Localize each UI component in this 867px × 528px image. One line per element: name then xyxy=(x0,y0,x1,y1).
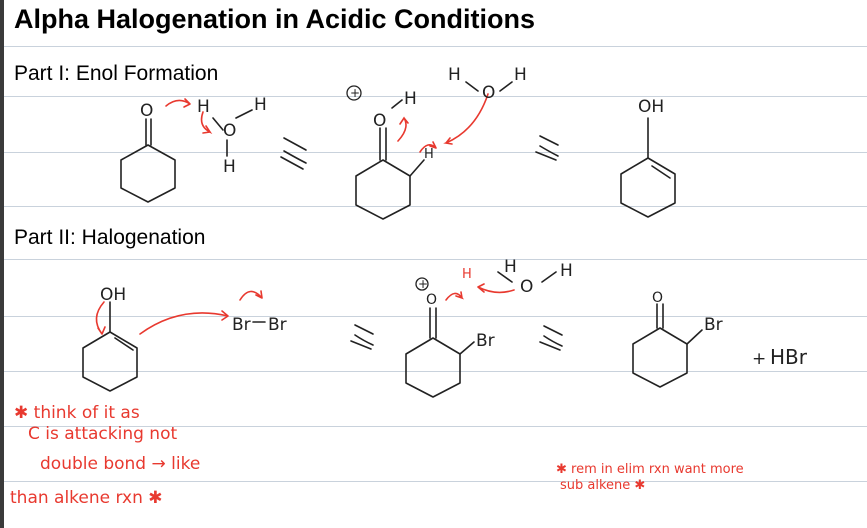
curved-arrow xyxy=(419,141,437,153)
note-line: than alkene rxn ✱ xyxy=(10,488,163,508)
ring-product xyxy=(632,327,688,388)
label-h-red: H xyxy=(462,267,472,282)
equilibrium-arrow xyxy=(535,135,559,161)
product-carbonyl-bond xyxy=(656,303,664,329)
label-h: H xyxy=(448,65,461,85)
label-o: O xyxy=(482,83,495,103)
label-h: H xyxy=(223,157,236,177)
curved-arrow xyxy=(397,116,409,142)
equilibrium-arrow xyxy=(280,137,307,170)
label-oh: OH xyxy=(100,285,126,305)
curved-arrow xyxy=(95,301,106,335)
label-o: O xyxy=(426,292,437,308)
charge-circle xyxy=(346,85,362,101)
curved-arrow xyxy=(445,291,465,301)
alpha-ch-bond xyxy=(409,159,425,177)
ring-enol xyxy=(620,157,676,218)
charge-circle xyxy=(415,277,429,291)
label-h: H xyxy=(197,97,210,117)
ruled-line xyxy=(4,371,867,372)
label-h: H xyxy=(404,89,417,109)
curved-arrow xyxy=(165,98,191,108)
label-alpha-h: H xyxy=(424,147,434,162)
label-o: O xyxy=(223,121,236,141)
label-br: Br xyxy=(476,331,495,351)
ruled-line xyxy=(4,426,867,427)
product-c-br-bond xyxy=(686,329,703,345)
label-o: O xyxy=(520,277,533,297)
ruled-line xyxy=(4,206,867,207)
label-o: O xyxy=(373,111,386,131)
ring-oxonium xyxy=(355,159,411,220)
carbonyl-bond xyxy=(145,118,152,146)
ruled-line xyxy=(4,152,867,153)
label-br: Br xyxy=(268,315,287,335)
hydronium-bonds xyxy=(212,109,253,157)
water-bonds xyxy=(465,81,513,92)
equilibrium-arrow xyxy=(539,325,563,351)
label-h: H xyxy=(560,261,573,281)
label-h: H xyxy=(254,95,267,115)
curved-arrow xyxy=(477,283,515,294)
label-plus: + xyxy=(752,349,766,369)
enol-double-bond-2 xyxy=(114,337,134,351)
label-o: O xyxy=(652,290,663,306)
oh-bond xyxy=(391,99,403,109)
ring-enol-2 xyxy=(82,331,138,392)
note-line: ✱ think of it as xyxy=(14,403,140,423)
label-br: Br xyxy=(704,315,723,335)
label-positive-charge: + xyxy=(418,277,428,291)
enol-double-bond xyxy=(651,165,671,179)
ruled-line xyxy=(4,46,867,47)
oxonium-bond xyxy=(379,127,387,161)
label-o: O xyxy=(140,101,153,121)
label-positive-charge: + xyxy=(350,86,360,100)
part1-heading: Part I: Enol Formation xyxy=(14,62,219,85)
label-hbr: HBr xyxy=(770,345,808,369)
left-margin-bar xyxy=(0,0,4,528)
water-bonds-2 xyxy=(497,271,557,283)
part2-heading: Part II: Halogenation xyxy=(14,226,206,249)
curved-arrow xyxy=(239,290,263,301)
ring-ketone xyxy=(120,144,176,203)
curved-arrow xyxy=(139,310,229,335)
ruled-line xyxy=(4,259,867,260)
page-title: Alpha Halogenation in Acidic Conditions xyxy=(14,4,536,34)
note-line: double bond → like xyxy=(40,454,201,474)
c-br-bond xyxy=(459,341,475,355)
equilibrium-arrow xyxy=(350,324,374,350)
bromo-oxonium-bond xyxy=(429,307,437,339)
ring-bromo-oxonium xyxy=(405,337,461,398)
curved-arrow xyxy=(200,111,213,135)
label-br: Br xyxy=(232,315,251,335)
note-line: ✱ rem in elim rxn want more xyxy=(556,462,744,477)
ruled-line xyxy=(4,96,867,97)
note-line: sub alkene ✱ xyxy=(560,478,646,493)
curved-arrow xyxy=(443,93,489,145)
note-line: C is attacking not xyxy=(28,424,178,444)
ruled-line xyxy=(4,481,867,482)
label-h: H xyxy=(514,65,527,85)
label-oh: OH xyxy=(638,97,664,117)
label-h: H xyxy=(504,257,517,277)
